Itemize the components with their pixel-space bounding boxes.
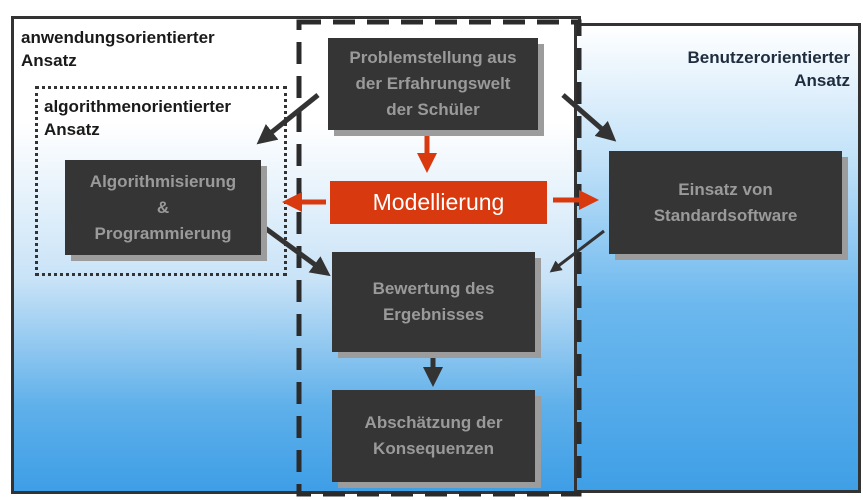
region-algorithmenorientiert [35,86,287,276]
label-algorithmenorientierter-ansatz: algorithmenorientierter Ansatz [44,97,232,139]
box-problemstellung: Problemstellung aus der Erfahrungswelt d… [328,38,538,130]
label-benutzerorientierter-ansatz: Benutzerorientierter Ansatz [687,48,850,90]
dashed-frame [296,19,582,497]
arrow-algo-to-bewertung [263,225,331,277]
label-anwendungsorientierter-ansatz: anwendungsorientierter Ansatz [21,28,215,70]
box-algorithmisierung: Algorithmisierung & Programmierung [65,160,261,255]
box-abschaetzung: Abschätzung der Konsequenzen [332,390,535,482]
arrow-standard-to-bewertung [549,229,605,273]
box-standardsoftware: Einsatz von Standardsoftware [609,151,842,254]
arrow-problem-to-algo [256,93,320,145]
box-bewertung: Bewertung des Ergebnisses [332,252,535,352]
box-modellierung: Modellierung [330,181,547,224]
arrow-problem-to-standard [561,93,617,142]
region-benutzerorientiert [574,23,861,493]
